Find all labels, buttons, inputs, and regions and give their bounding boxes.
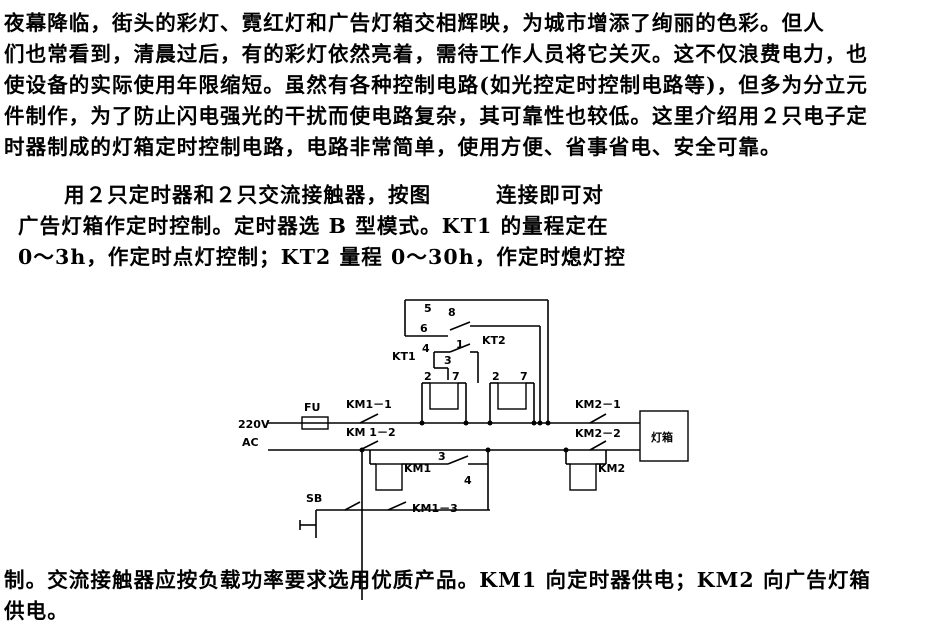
km1-pin-3-label: 3 [438,450,446,463]
text-line: 广告灯箱作定时控制。定时器选 B 型模式。KT1 的量程定在 [18,214,609,238]
pin-4-label: 4 [422,342,430,355]
text-line: 件制作，为了防止闪电强光的干扰而使电路复杂，其可靠性也较低。这里介绍用２只电子定 [4,104,868,128]
km1-2-label: KM 1－2 [346,426,396,439]
sb-label: SB [306,492,322,505]
kt2-label: KT2 [482,334,506,347]
method-paragraph: 用２只定时器和２只交流接触器，按图 连接即可对 广告灯箱作定时控制。定时器选 B… [18,180,638,273]
fuse-symbol [301,416,329,430]
text-line: 使设备的实际使用年限缩短。虽然有各种控制电路(如光控定时控制电路等)，但多为分立… [4,73,868,97]
text-line: 制。交流接触器应按负载功率要求选用优质产品。KM1 向定时器供电；KM2 向广告… [4,568,872,592]
intro-paragraph: 夜幕降临，街头的彩灯、霓红灯和广告灯箱交相辉映，为城市增添了绚丽的色彩。但人 们… [4,8,944,163]
text-line: 夜幕降临，街头的彩灯、霓红灯和广告灯箱交相辉映，为城市增添了绚丽的色彩。但人 [4,11,825,35]
km2-coil-label: KM2 [598,462,625,475]
text-line: 们也常看到，清晨过后，有的彩灯依然亮着，需待工作人员将它关灭。这不仅浪费电力，也 [4,42,868,66]
kt1-pin-2-label: 2 [424,370,432,383]
km1-1-label: KM1－1 [346,398,392,411]
text-line: 用２只定时器和２只交流接触器，按图 连接即可对 [64,183,604,207]
km2-2-label: KM2－2 [575,427,621,440]
km1-3-label: KM1－3 [412,502,458,515]
kt1-pin-7-label: 7 [452,370,460,383]
pin-1-label: 1 [456,338,464,351]
pin-5-label: 5 [424,302,432,315]
lamp-box-label: 灯箱 [651,430,673,444]
kt1-coil-symbol [429,382,459,410]
text-line: 0～3h，作定时点灯控制；KT2 量程 0～30h，作定时熄灯控 [18,245,626,269]
pin-6-label: 6 [420,322,428,335]
text-line: 时器制成的灯箱定时控制电路，电路非常简单，使用方便、省事省电、安全可靠。 [4,135,782,159]
closing-paragraph: 制。交流接触器应按负载功率要求选用优质产品。KM1 向定时器供电；KM2 向广告… [4,565,944,627]
km1-coil-label: KM1 [404,462,431,475]
kt2-pin-7-label: 7 [520,370,528,383]
supply-type-label: AC [242,436,259,449]
km2-1-label: KM2－1 [575,398,621,411]
km2-coil-symbol [569,463,597,491]
km1-pin-4-label: 4 [464,474,472,487]
supply-voltage-label: 220V [238,418,270,431]
lamp-box-symbol [639,410,689,462]
km1-coil-symbol [375,463,403,491]
kt2-pin-2-label: 2 [492,370,500,383]
text-line: 供电。 [4,599,69,623]
kt1-label: KT1 [392,350,416,363]
pin-3-label: 3 [444,354,452,367]
fuse-label: FU [304,401,320,414]
pin-8-label: 8 [448,306,456,319]
kt2-coil-symbol [497,382,527,410]
